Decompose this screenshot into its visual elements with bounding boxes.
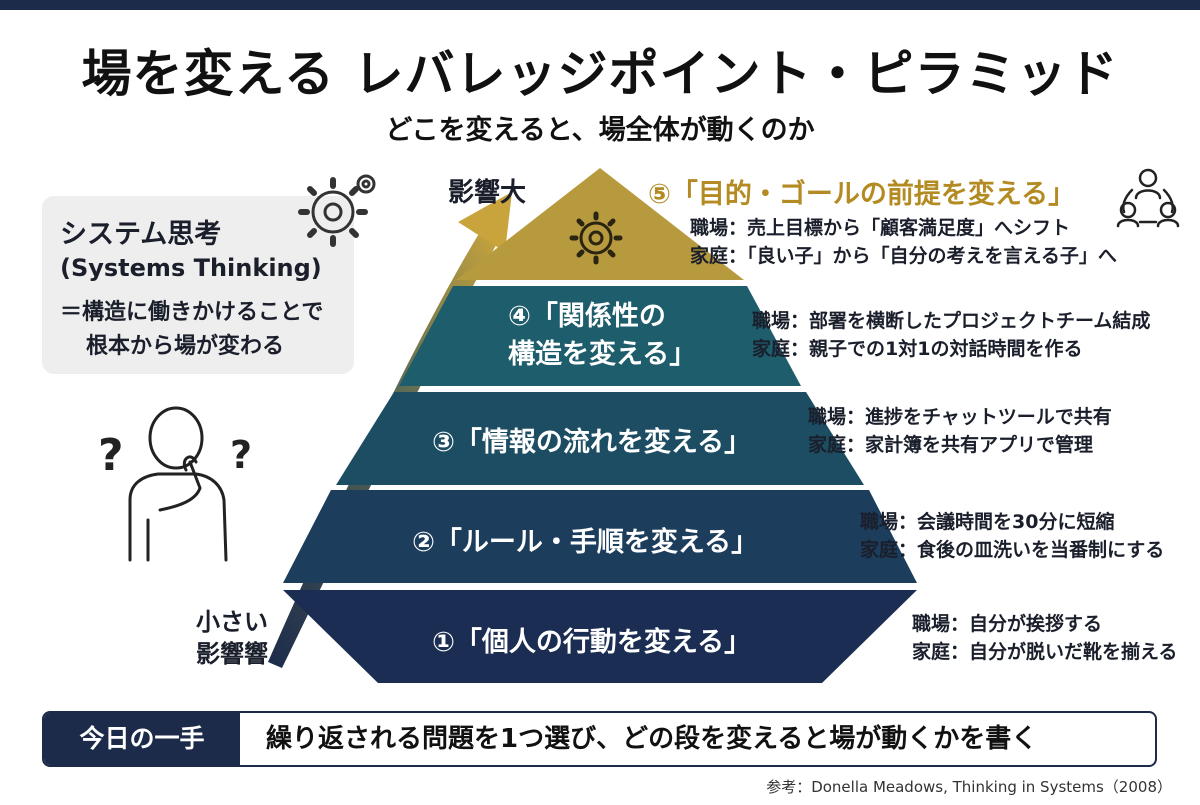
definition-line-1: ＝構造に働きかけることで [60, 300, 324, 325]
level-3-work-example: 職場：進捗をチャットツールで共有 [808, 406, 1112, 428]
gear-icon [298, 174, 376, 247]
people-network-icon [1116, 168, 1180, 228]
definition-box: システム思考 (Systems Thinking) ＝構造に働きかけることで 根… [42, 196, 354, 374]
pyramid-level-4 [399, 286, 801, 386]
pyramid-level-1 [283, 590, 917, 683]
question-mark-icon: ? ? [98, 430, 252, 481]
level-1-examples: 職場：自分が挨拶する 家庭：自分が脱いだ靴を揃える [912, 610, 1177, 666]
pyramid-level-3 [336, 392, 864, 485]
level-4-label: ④「関係性の 構造を変える」 [508, 301, 697, 370]
level-1-home-example: 家庭：自分が脱いだ靴を揃える [912, 641, 1178, 663]
level-5-label: ⑤「目的・ゴールの前提を変える」 [648, 179, 1076, 210]
level-2-examples: 職場：会議時間を30分に短縮 家庭：食後の皿洗いを当番制にする [860, 508, 1164, 564]
action-label: 今日の一手 [44, 713, 240, 765]
level-1-work-example: 職場：自分が挨拶する [912, 613, 1103, 635]
pyramid-level-2 [283, 490, 917, 583]
level-5-examples: 職場：売上目標から「顧客満足度」へシフト 家庭：「良い子」から「自分の考えを言え… [690, 214, 1117, 270]
level-4-work-example: 職場：部署を横断したプロジェクトチーム結成 [752, 310, 1151, 332]
svg-text:?: ? [230, 433, 252, 477]
level-1-label: ①「個人の行動を変える」 [432, 627, 752, 658]
level-4-examples: 職場：部署を横断したプロジェクトチーム結成 家庭：親子での1対1の対話時間を作る [752, 307, 1150, 363]
level-5-home-example: 家庭：「良い子」から「自分の考えを言える子」へ [690, 245, 1117, 267]
thinking-person-icon [128, 406, 228, 562]
page-title: 場を変える レバレッジポイント・ピラミッド [81, 45, 1119, 103]
level-2-work-example: 職場：会議時間を30分に短縮 [860, 511, 1115, 533]
definition-line-2: 根本から場が変わる [86, 334, 285, 359]
level-4-home-example: 家庭：親子での1対1の対話時間を作る [752, 338, 1083, 360]
level-3-home-example: 家庭：家計簿を共有アプリで管理 [808, 434, 1094, 456]
impact-small-label: 小さい 影響響 [196, 608, 268, 668]
level-2-label: ②「ルール・手順を変える」 [412, 527, 759, 558]
action-text: 繰り返される問題を1つ選び、どの段を変えると場が動くかを書く [266, 724, 1038, 754]
svg-text:?: ? [98, 430, 124, 481]
definition-english: (Systems Thinking) [60, 254, 322, 282]
impact-large-label: 影響大 [448, 178, 527, 208]
action-bar: 今日の一手 繰り返される問題を1つ選び、どの段を変えると場が動くかを書く [42, 711, 1157, 767]
level-2-home-example: 家庭：食後の皿洗いを当番制にする [860, 539, 1165, 561]
level-3-examples: 職場：進捗をチャットツールで共有 家庭：家計簿を共有アプリで管理 [808, 403, 1112, 459]
level-3-label: ③「情報の流れを変える」 [432, 427, 752, 458]
level-5-work-example: 職場：売上目標から「顧客満足度」へシフト [690, 217, 1071, 239]
reference-citation: 参考：Donella Meadows, Thinking in Systems（… [766, 778, 1172, 796]
gear-icon [569, 211, 623, 265]
page-subtitle: どこを変えると、場全体が動くのか [385, 115, 815, 146]
top-bar [0, 0, 1200, 10]
definition-heading: システム思考 [60, 219, 222, 250]
